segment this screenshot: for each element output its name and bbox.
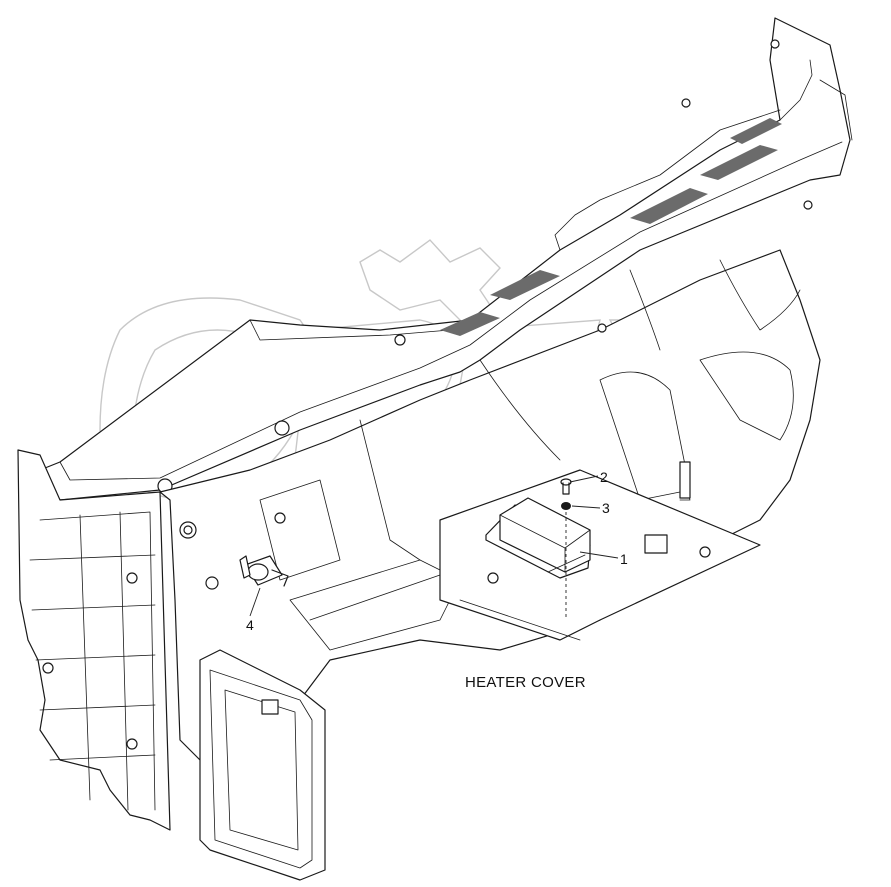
heater-housing (17, 17, 853, 881)
callout-leaders (249, 475, 619, 617)
diagram-caption: HEATER COVER (465, 674, 586, 691)
part-4-actuator (239, 555, 289, 587)
callout-1: 1 (620, 551, 628, 567)
callout-3: 3 (602, 500, 610, 516)
callout-4: 4 (246, 617, 254, 633)
part-1-control-box (485, 497, 591, 579)
part-3-washer (561, 502, 571, 510)
vent-grilles (440, 118, 782, 336)
callout-2: 2 (600, 469, 608, 485)
